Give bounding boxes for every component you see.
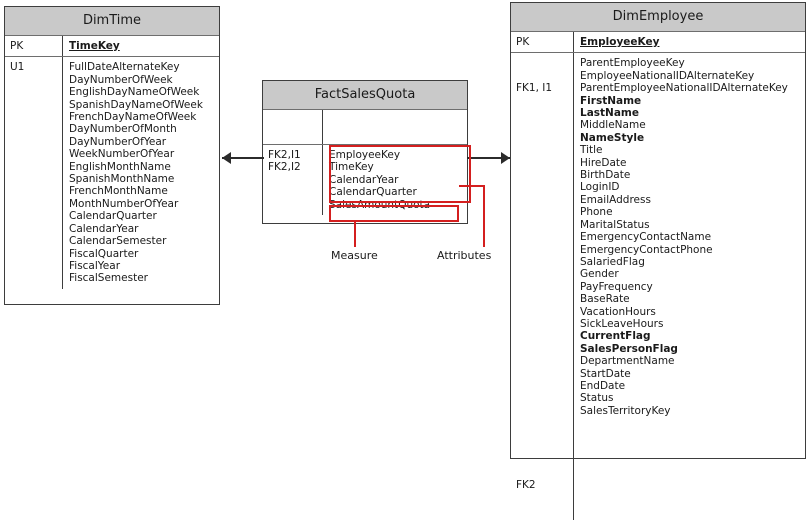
field-row: FiscalSemester bbox=[69, 272, 148, 285]
field-row: SalesTerritoryKey bbox=[580, 404, 671, 417]
dim-time-attr-key-label: U1 bbox=[5, 57, 63, 289]
field-row: MiddleName bbox=[580, 119, 646, 132]
field-row: MonthNumberOfYear bbox=[69, 197, 179, 210]
field-row: EnglishMonthName bbox=[69, 160, 171, 173]
field-row: MaritalStatus bbox=[580, 218, 650, 231]
field-row: FiscalQuarter bbox=[69, 247, 139, 260]
field-row: DayNumberOfMonth bbox=[69, 123, 177, 136]
entity-title-dim-time: DimTime bbox=[5, 7, 219, 36]
attributes-annotation-label: Attributes bbox=[437, 249, 492, 262]
field-row: BirthDate bbox=[580, 169, 631, 182]
field-row: VacationHours bbox=[580, 305, 656, 318]
field-row: SalesAmountQuota bbox=[329, 198, 431, 211]
field-row: CalendarQuarter bbox=[329, 186, 417, 199]
dim-time-pk-field: TimeKey bbox=[69, 40, 120, 52]
entity-title-dim-employee: DimEmployee bbox=[511, 3, 805, 32]
field-row: DepartmentName bbox=[580, 355, 675, 368]
field-row: FirstName bbox=[580, 94, 642, 107]
field-row: Title bbox=[580, 144, 603, 157]
field-row: EmployeeKey bbox=[329, 149, 401, 161]
fact-pk-key-label bbox=[263, 110, 323, 144]
field-row: CalendarSemester bbox=[69, 235, 167, 248]
field-row: EndDate bbox=[580, 379, 626, 392]
entity-dim-time[interactable]: DimTime PK TimeKey U1 FullDateAlternateK… bbox=[4, 6, 220, 305]
field-row: EmailAddress bbox=[580, 193, 651, 206]
field-row: DayNumberOfYear bbox=[69, 135, 167, 148]
field-row: CalendarQuarter bbox=[69, 210, 157, 223]
diagram-canvas: DimTime PK TimeKey U1 FullDateAlternateK… bbox=[4, 2, 806, 520]
field-row: EmployeeNationalIDAlternateKey bbox=[580, 69, 755, 82]
field-row: CalendarYear bbox=[329, 173, 399, 186]
relationship-arrow-dimemployee bbox=[501, 152, 510, 164]
dim-employee-attr-key-labels: FK1, I1 . FK2 bbox=[511, 53, 574, 520]
field-row: TimeKey bbox=[329, 161, 374, 174]
field-row: Status bbox=[580, 392, 614, 405]
field-row: EmergencyContactName bbox=[580, 231, 712, 244]
fact-pk-section bbox=[263, 110, 467, 145]
dim-time-pk-fields: TimeKey bbox=[63, 36, 219, 56]
field-row: CurrentFlag bbox=[580, 330, 651, 343]
field-row: PayFrequency bbox=[580, 280, 653, 293]
field-row: FrenchMonthName bbox=[69, 185, 168, 198]
field-row: Phone bbox=[580, 206, 613, 219]
field-row: SpanishMonthName bbox=[69, 173, 175, 186]
field-row: BaseRate bbox=[580, 293, 630, 306]
dim-employee-fk1-label: FK1, I1 bbox=[516, 82, 553, 95]
field-row: LastName bbox=[580, 107, 639, 120]
attributes-leader-vertical bbox=[483, 185, 485, 247]
field-row: NameStyle bbox=[580, 131, 645, 144]
dim-employee-attr-section: FK1, I1 . FK2 ParentEmployeeKeyEmployeeN… bbox=[511, 53, 805, 520]
measure-annotation-label: Measure bbox=[331, 249, 378, 262]
dim-employee-pk-section: PK EmployeeKey bbox=[511, 32, 805, 54]
field-row: FullDateAlternateKey bbox=[69, 61, 180, 74]
field-row: EmergencyContactPhone bbox=[580, 243, 713, 256]
relationship-line-fact-to-dimemployee bbox=[467, 157, 510, 159]
fact-pk-fields bbox=[323, 110, 467, 144]
field-row: SpanishDayNameOfWeek bbox=[69, 98, 203, 111]
key-line: FK2,I2 bbox=[268, 161, 301, 174]
dim-employee-pk-key-label: PK bbox=[511, 32, 574, 53]
field-row: HireDate bbox=[580, 156, 627, 169]
field-row: SalariedFlag bbox=[580, 255, 645, 268]
field-row: LoginID bbox=[580, 181, 620, 194]
relationship-line-fact-to-dimtime bbox=[222, 157, 264, 159]
dim-employee-fk2-label: FK2 bbox=[516, 479, 536, 492]
field-row: DayNumberOfWeek bbox=[69, 73, 173, 86]
relationship-arrow-dimtime bbox=[222, 152, 231, 164]
field-row: FiscalYear bbox=[69, 259, 121, 272]
dim-time-pk-section: PK TimeKey bbox=[5, 36, 219, 58]
field-row: CalendarYear bbox=[69, 222, 139, 235]
field-row: Gender bbox=[580, 268, 619, 281]
field-row: FrenchDayNameOfWeek bbox=[69, 111, 197, 124]
field-row: SalesPersonFlag bbox=[580, 342, 678, 355]
field-row: ParentEmployeeNationalIDAlternateKey bbox=[580, 82, 788, 95]
dim-employee-pk-fields: EmployeeKey bbox=[574, 32, 805, 52]
field-row: EnglishDayNameOfWeek bbox=[69, 86, 200, 99]
dim-employee-pk-field: EmployeeKey bbox=[580, 36, 660, 48]
dim-time-pk-key-label: PK bbox=[5, 36, 63, 57]
field-row: StartDate bbox=[580, 367, 631, 380]
field-row: ParentEmployeeKey bbox=[580, 57, 685, 70]
entity-dim-employee[interactable]: DimEmployee PK EmployeeKey FK1, I1 . FK2… bbox=[510, 2, 806, 520]
field-row: WeekNumberOfYear bbox=[69, 148, 175, 161]
attributes-leader-horizontal bbox=[459, 185, 485, 187]
measure-leader-line bbox=[354, 222, 356, 247]
field-row: SickLeaveHours bbox=[580, 317, 664, 330]
key-line: FK2,I1 bbox=[268, 149, 301, 161]
entity-title-fact-sales-quota: FactSalesQuota bbox=[263, 81, 467, 110]
